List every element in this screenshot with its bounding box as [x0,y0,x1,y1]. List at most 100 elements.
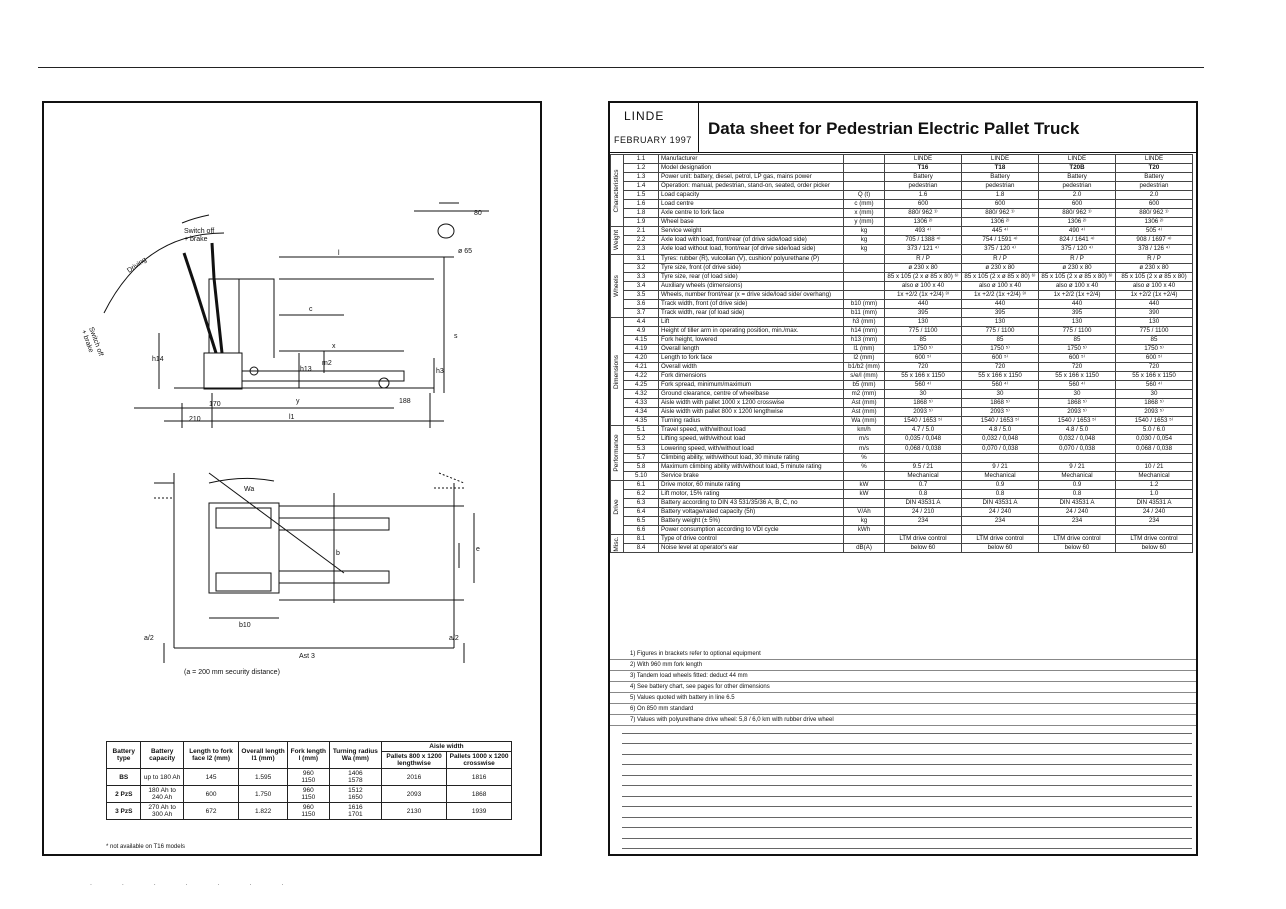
row-value: 1x +2/2 (1x +2/4) [1115,289,1193,300]
row-unit [843,153,885,165]
blank-line [622,828,1192,839]
row-number: 6.5 [623,515,659,526]
row-number: 6.1 [623,479,659,490]
row-number: 4.35 [623,416,659,427]
label-170: 170 [209,401,221,408]
row-value: 908 / 1697 ⁴⁾ [1115,235,1193,246]
label-l1: l1 [289,414,295,421]
row-value: 1x +2/2 (1x +2/4) ³⁾ [961,289,1039,300]
row-value: 1540 / 1653 ⁵⁾ [961,416,1039,427]
blank-line [622,807,1192,818]
row-description: Axle centre to fork face [658,208,844,219]
row-number: 6.6 [623,524,659,535]
row-value: 30 [1115,389,1193,400]
row-value: 440 [884,298,962,309]
row-description: Power unit: battery, diesel, petrol, LP … [658,172,844,183]
brand-box: LINDE FEBRUARY 1997 [610,103,699,153]
row-value: LTM drive control [884,533,962,545]
row-value: below 60 [1115,543,1193,554]
row-unit [843,470,885,481]
row-value: 1868 ⁵⁾ [961,398,1039,409]
row-unit: kg [843,226,885,237]
row-number: 1.8 [623,208,659,219]
row-number: 6.4 [623,506,659,517]
row-description: Lifting speed, with/without load [658,434,844,445]
row-value: T16 [884,163,962,174]
row-unit: h13 (mm) [843,334,885,345]
row-number: 3.3 [623,271,659,282]
label-a2-left: a/2 [144,635,154,642]
row-value: 505 ⁴⁾ [1115,226,1193,237]
row-value: 600 [1038,199,1116,210]
row-value: 9 / 21 [1038,461,1116,472]
row-value: LINDE [1115,153,1193,165]
row-description: Wheels, number front/rear (x = drive sid… [658,289,844,300]
blank-line [622,744,1192,755]
row-value: 440 [1115,298,1193,309]
row-value: 1540 / 1653 ⁵⁾ [884,416,962,427]
row-description: Wheel base [658,217,844,228]
row-unit: b1/b2 (mm) [843,362,885,373]
row-value: 1306 ²⁾ [1115,217,1193,228]
row-number: 5.10 [623,470,659,481]
footnote-line: 7) Values with polyurethane drive wheel:… [610,715,1196,726]
row-value: 0,032 / 0,048 [961,434,1039,445]
group-label-drive: Drive [610,479,624,535]
row-value: 440 [961,298,1039,309]
row-value: 9 / 21 [961,461,1039,472]
row-description: Turning radius [658,416,844,427]
row-value: 1868 ⁵⁾ [884,398,962,409]
row-unit: kW [843,488,885,499]
footnote-line: 3) Tandem load wheels fitted: deduct 44 … [610,671,1196,682]
row-number: 5.1 [623,425,659,436]
row-description: Drive motor, 60 minute rating [658,479,844,490]
row-unit: b10 (mm) [843,298,885,309]
row-value: pedestrian [884,181,962,192]
th-battery-type: Battery type [105,741,142,769]
row-value: below 60 [1038,543,1116,554]
label-b: b [336,550,340,557]
blank-line [622,839,1192,849]
row-value: 0.7 [884,479,962,490]
row-description: Fork height, lowered [658,334,844,345]
row-value: 775 / 1100 [1038,325,1116,336]
label-c: c [309,306,313,313]
row-value: 130 [884,316,962,327]
row-value: 1540 / 1653 ⁵⁾ [1115,416,1193,427]
group-label-weight: Weight [610,226,624,255]
row-value: ø 230 x 80 [961,262,1039,273]
row-description: Overall length [658,343,844,355]
row-unit [843,253,885,264]
row-value: T20 [1115,163,1193,174]
top-rule [38,67,1204,68]
footnote-line: 1) Figures in brackets refer to optional… [610,649,1196,660]
row-value: 775 / 1100 [1115,325,1193,336]
row-number: 3.7 [623,307,659,318]
row-number: 2.3 [623,244,659,255]
row-value: Mechanical [961,470,1039,481]
truck-body-top [208,502,280,594]
row-value: Mechanical [1038,470,1116,481]
row-value: DIN 43531 A [884,497,962,508]
row-description: Lift [658,316,844,327]
row-description: Load centre [658,199,844,210]
row-value: 754 / 1591 ⁴⁾ [961,235,1039,246]
row-description: Climbing ability, with/without load, 30 … [658,452,844,463]
row-value: 85 [1038,334,1116,345]
row-unit: y (mm) [843,217,885,228]
